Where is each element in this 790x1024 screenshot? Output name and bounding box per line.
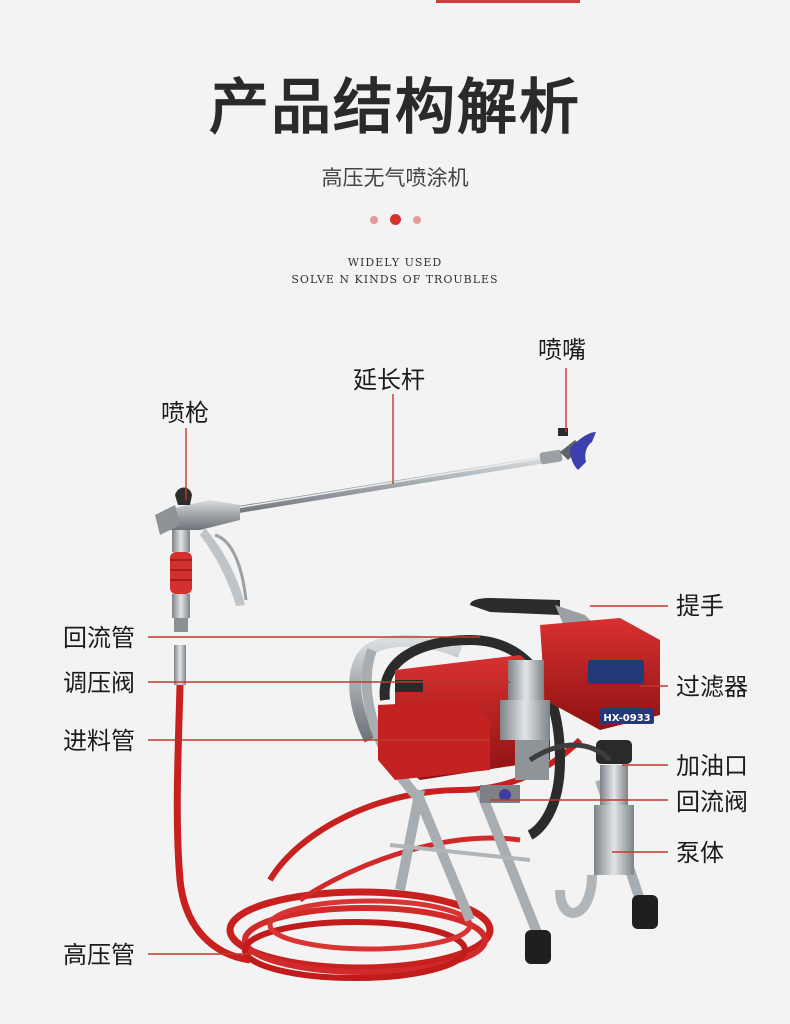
nozzle-graphic (558, 428, 596, 470)
hose-graphic (173, 645, 583, 981)
divider-dot-left (369, 215, 378, 224)
callout-extension-rod: 延长杆 (353, 366, 425, 394)
top-accent-bar (436, 0, 580, 3)
leader-lines (148, 368, 668, 955)
divider-dot-right (412, 215, 421, 224)
callout-handle: 提手 (676, 592, 724, 620)
page-title: 产品结构解析 (209, 73, 581, 143)
callout-intake-hose: 进料管 (63, 727, 135, 755)
callout-nozzle: 喷嘴 (538, 336, 586, 364)
frame-graphic (349, 634, 658, 964)
dot-divider (0, 214, 790, 225)
callout-filter: 过滤器 (676, 673, 748, 701)
callout-high-pressure-hose: 高压管 (63, 941, 135, 969)
divider-dot-center (389, 214, 401, 225)
pump-body-graphic: HX-0933 (378, 598, 660, 918)
callout-pressure-valve: 调压阀 (63, 669, 135, 697)
callout-pump-body: 泵体 (676, 839, 724, 867)
callout-spray-gun: 喷枪 (161, 399, 209, 427)
callout-return-hose: 回流管 (63, 624, 135, 652)
callout-oil-port: 加油口 (676, 752, 748, 780)
page-subtitle: 高压无气喷涂机 (321, 166, 469, 190)
callout-return-valve: 回流阀 (676, 788, 748, 816)
spray-gun-graphic (155, 487, 248, 632)
english-tagline-1: WIDELY USED (347, 256, 443, 269)
extension-rod-graphic (201, 449, 563, 519)
model-badge: HX-0933 (603, 713, 650, 724)
english-tagline-2: SOLVE N KINDS OF TROUBLES (291, 273, 499, 286)
